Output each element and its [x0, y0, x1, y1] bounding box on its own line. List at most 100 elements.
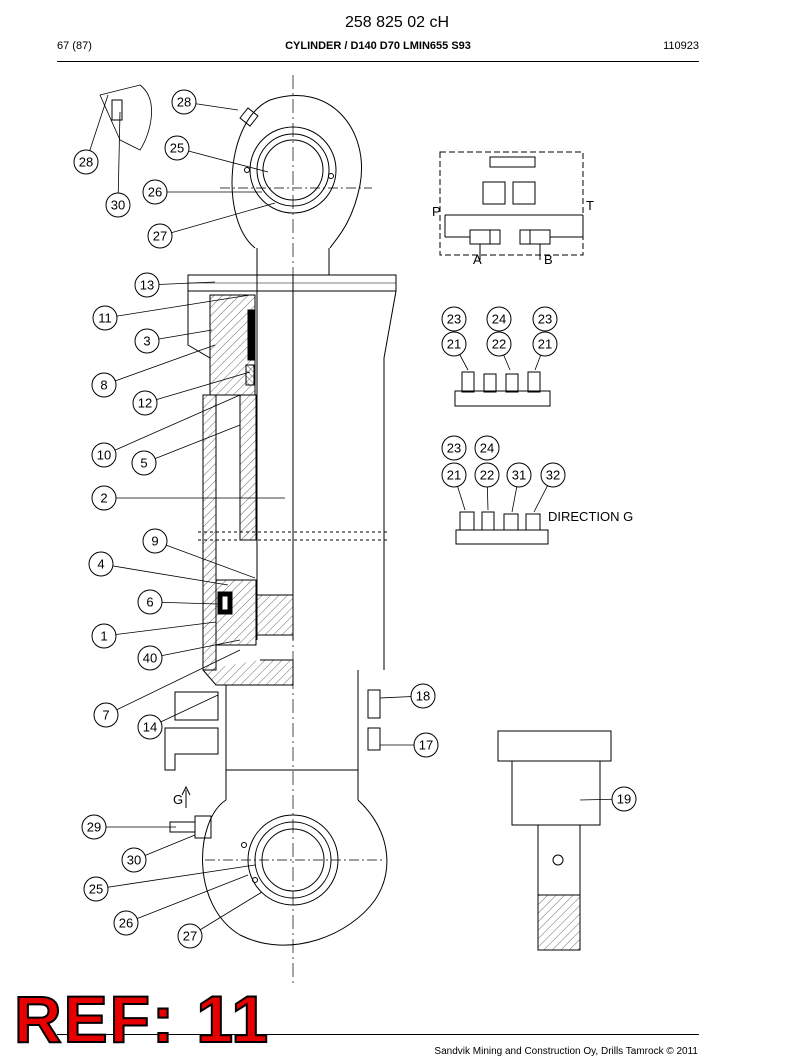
callout-number: 30 [127, 853, 141, 868]
hydraulic-schematic [439, 151, 584, 256]
callout-number: 2 [100, 491, 107, 506]
callout-24: 24 [474, 435, 500, 461]
callout-number: 6 [146, 595, 153, 610]
callout-number: 28 [177, 95, 191, 110]
callout-number: 24 [492, 312, 506, 327]
callout-23: 23 [441, 435, 467, 461]
callout-number: 26 [148, 185, 162, 200]
manifold-block [497, 730, 612, 762]
callout-layer: 2825282630271311381210529461407141817293… [73, 89, 637, 949]
callout-number: 25 [89, 882, 103, 897]
callout-6: 6 [137, 589, 219, 615]
header-row: 67 (87) CYLINDER / D140 D70 LMIN655 S93 … [57, 40, 699, 56]
callout-number: 26 [119, 916, 133, 931]
callout-14: 14 [137, 694, 219, 740]
callout-4: 4 [88, 551, 229, 586]
callout-number: 7 [102, 708, 109, 723]
callout-number: 29 [87, 820, 101, 835]
callout-26: 26 [142, 179, 262, 205]
callout-11: 11 [92, 294, 251, 331]
callout-1: 1 [91, 621, 217, 649]
callout-number: 13 [140, 278, 154, 293]
callout-number: 22 [492, 337, 506, 352]
top-rod-eye [231, 95, 362, 249]
g-arrow-label: G [173, 792, 183, 807]
callout-number: 30 [111, 198, 125, 213]
callout-number: 28 [79, 155, 93, 170]
callout-29: 29 [81, 814, 176, 840]
footer-copyright: Sandvik Mining and Construction Oy, Dril… [434, 1046, 698, 1057]
callout-3: 3 [134, 328, 213, 354]
callout-28: 28 [171, 89, 239, 115]
schem-label-a: A [473, 252, 482, 267]
callout-30: 30 [121, 834, 196, 873]
callout-number: 18 [416, 689, 430, 704]
callout-19: 19 [579, 786, 637, 812]
callout-31: 31 [506, 462, 532, 513]
callout-12: 12 [132, 371, 251, 416]
callout-25: 25 [83, 864, 256, 902]
callout-21: 21 [441, 462, 467, 511]
callout-40: 40 [137, 639, 241, 671]
callout-23: 23 [532, 306, 558, 332]
callout-number: 21 [538, 337, 552, 352]
callout-number: 19 [617, 792, 631, 807]
bottom-eye [202, 799, 388, 946]
callout-22: 22 [486, 331, 512, 371]
callout-number: 23 [447, 441, 461, 456]
schem-label-t: T [586, 198, 594, 213]
callout-24: 24 [486, 306, 512, 332]
callout-number: 5 [140, 456, 147, 471]
callout-number: 11 [98, 311, 112, 326]
callout-8: 8 [91, 344, 216, 398]
header-rule [57, 61, 699, 62]
valve-block-2 [455, 529, 549, 545]
callout-number: 12 [138, 396, 152, 411]
callout-number: 27 [153, 229, 167, 244]
callout-number: 31 [512, 468, 526, 483]
callout-number: 23 [538, 312, 552, 327]
callout-number: 21 [447, 337, 461, 352]
callout-28: 28 [73, 94, 109, 175]
callout-number: 17 [419, 738, 433, 753]
direction-label: DIRECTION G [548, 509, 634, 524]
document-code: 110923 [663, 40, 699, 52]
callout-number: 21 [447, 468, 461, 483]
footer-rule [57, 1034, 699, 1035]
callout-18: 18 [379, 683, 436, 709]
callout-21: 21 [441, 331, 469, 371]
callout-number: 4 [97, 557, 104, 572]
valve-block-1 [454, 390, 551, 407]
document-number: 258 825 02 cH [344, 14, 450, 31]
callout-number: 25 [170, 141, 184, 156]
callout-number: 32 [546, 468, 560, 483]
callout-number: 22 [480, 468, 494, 483]
callout-32: 32 [533, 462, 566, 513]
callout-number: 40 [143, 651, 157, 666]
callout-27: 27 [177, 891, 263, 949]
schem-label-b: B [544, 252, 553, 267]
callout-10: 10 [91, 394, 241, 468]
callout-number: 23 [447, 312, 461, 327]
callout-number: 10 [97, 448, 111, 463]
callout-number: 9 [151, 534, 158, 549]
callout-30: 30 [105, 111, 131, 218]
inset-detail [99, 84, 152, 151]
callout-26: 26 [113, 874, 249, 936]
callout-7: 7 [93, 649, 241, 728]
callout-17: 17 [380, 732, 439, 758]
callout-22: 22 [474, 462, 500, 511]
callout-23: 23 [441, 306, 467, 332]
callout-number: 14 [143, 720, 157, 735]
callout-5: 5 [131, 424, 241, 476]
callout-27: 27 [147, 202, 276, 249]
ref-stamp: REF: 11 [13, 982, 271, 1056]
callout-number: 1 [100, 629, 107, 644]
callout-9: 9 [142, 528, 256, 579]
callout-2: 2 [91, 485, 285, 511]
callout-number: 8 [100, 378, 107, 393]
schem-label-p: P [432, 204, 441, 219]
callout-number: 3 [143, 334, 150, 349]
page-number: 67 (87) [57, 40, 92, 52]
